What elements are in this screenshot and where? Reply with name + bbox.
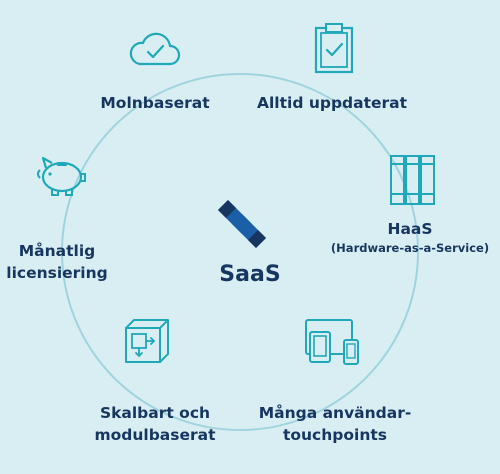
center-title: SaaS — [219, 262, 281, 287]
scalable-box-icon — [125, 319, 169, 363]
label-subtext: (Hardware-as-a-Service) — [330, 241, 490, 255]
label-skalbart: Skalbart och modulbaserat — [85, 380, 225, 446]
saas-logo-icon — [218, 200, 266, 248]
piggy-bank-icon — [37, 156, 86, 196]
label-touchpoints: Många användar- touchpoints — [250, 380, 420, 446]
label-alltid-uppdaterat: Alltid uppdaterat — [257, 92, 407, 114]
server-racks-icon — [390, 155, 435, 205]
label-text: Alltid uppdaterat — [257, 94, 408, 112]
label-licensiering: Månatlig licensiering — [2, 218, 112, 284]
label-text: Molnbaserat — [100, 94, 210, 112]
label-haas: HaaS (Hardware-as-a-Service) — [325, 218, 495, 256]
label-text: HaaS — [387, 220, 433, 238]
label-text: Skalbart och modulbaserat — [94, 404, 216, 444]
cloud-check-icon — [129, 32, 181, 66]
clipboard-check-icon — [314, 23, 354, 74]
label-text: Månatlig licensiering — [6, 242, 108, 282]
label-text: Många användar- touchpoints — [258, 404, 412, 444]
devices-icon — [305, 319, 359, 365]
label-molnbaserat: Molnbaserat — [95, 92, 215, 114]
